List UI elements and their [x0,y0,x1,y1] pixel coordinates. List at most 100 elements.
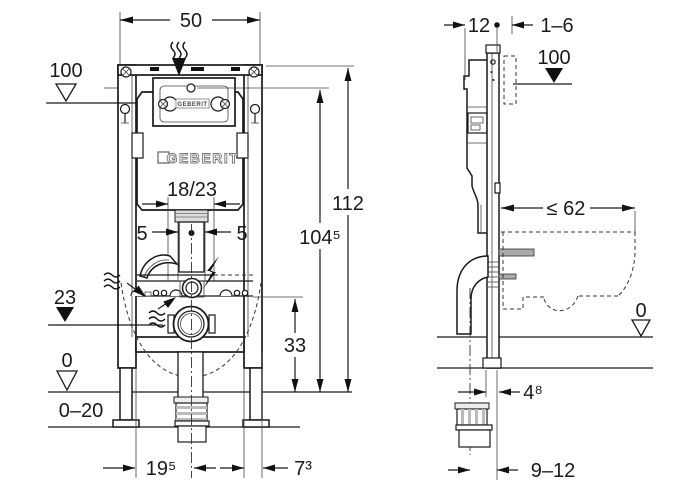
corner-screw-icon [248,66,260,78]
dim-label: 7³ [294,458,312,480]
level-triangle-filled [545,68,563,83]
dim-outlet-height: 33 [281,299,309,392]
dim-label: 112 [332,193,364,215]
discharge-elbow [456,255,489,335]
dim-label: 5 [236,223,247,245]
level-label: 100 [49,60,82,82]
dim-side-offset: 7³ [220,352,312,480]
dim-label: 4⁸ [523,382,543,404]
frame-top-member [117,64,263,76]
level-marker-100-side: 100 [513,47,572,85]
dim-cistern-model: 18/23 [142,179,240,208]
level-label: 0 [635,300,646,322]
dim-height-actuator: 104⁵ [296,90,343,392]
dim-label: 1–6 [540,15,573,37]
floor-range-label: 0–20 [59,400,104,422]
supply-arrow-icon [163,297,176,308]
level-label: 23 [54,287,76,309]
cistern-outlet-collar [174,209,209,223]
dim-height-total: 112 [330,68,366,392]
frame-right-leg [249,367,263,421]
actuator-plate-zone-dashed [503,55,517,105]
level-triangle-filled [56,307,74,322]
fixing-stud [498,273,517,280]
flushpipe-clamp [181,277,203,299]
level-triangle-open [55,370,79,392]
cistern-side-profile [463,59,489,234]
pipe-clip [219,289,233,297]
dim-label: 19⁵ [146,458,177,480]
fixing-hole [241,289,249,297]
rail-latch [494,182,501,194]
dim-floor-build-range: 9–12 [448,460,575,482]
actuator-label-plate [175,98,210,109]
dim-label: 104⁵ [299,227,341,249]
fixing-stud [498,248,535,257]
level-triangle-open [630,319,652,338]
band-block [144,291,152,297]
actuator-knob-right [210,96,231,112]
pipe-clip [169,289,183,297]
actuator-rod-port [186,83,196,93]
rail-top-cap [485,44,501,54]
dim-outlet-wall-distance: 4⁸ [458,382,543,404]
flush-bend [139,254,180,279]
level-triangle-open [54,83,78,103]
rail-foot [482,357,502,369]
corrugated-pipe-hatch [488,261,498,288]
rail-dot [490,71,493,73]
water-supply-icon [103,272,121,290]
dim-frame-depth: 12 [444,15,500,80]
rail-hole [490,59,496,65]
dim-label: 18/23 [167,179,217,201]
dim-offset-left: 5 [136,223,178,245]
frame-top-tab [150,67,159,71]
logo-text: GEBERIT [167,150,240,166]
dim-label: 12 [468,15,490,37]
drain-outlet-bore [180,313,202,335]
vent-steam-icon [170,41,188,59]
cistern-side-clip [236,132,249,159]
rail-dot [492,79,495,81]
dim-outlet-offset: 19⁵ [103,368,216,480]
frame-left-leg [119,367,133,421]
outlet-tab [208,314,216,334]
dim-label: 9–12 [531,460,576,482]
corrugated-connector-side [454,402,493,448]
frame-top-tab [191,67,204,71]
dim-label: 33 [284,335,306,357]
flushpipe-clamp-inner [185,281,199,295]
level-label: 100 [537,47,570,69]
dim-frame-width: 50 [119,10,261,64]
fixing-hole [233,289,241,297]
frame-rail-side [486,52,500,369]
fixing-hole [160,289,168,297]
wc-pan-side-outline-dashed [501,231,636,312]
dim-dot [494,22,500,28]
level-marker-23: 23 [48,287,163,326]
dim-label: ≤ 62 [547,198,586,220]
front-view: GEBERIT GEBERIT [46,10,366,480]
dim-pan-depth: ≤ 62 [501,198,636,233]
actuator-microtext: GEBERIT [177,102,207,108]
dim-wall-finish: 1–6 [511,15,574,37]
vent-arrow-icon [172,58,186,76]
dim-label: 50 [180,10,202,32]
fixing-hole [152,289,160,297]
drain-pipe [177,351,204,399]
supply-arrow-icon [133,285,146,297]
geberit-logo: GEBERIT [157,150,240,166]
valve-detail [470,124,481,131]
drain-outlet [172,305,210,343]
level-label: 0 [61,350,72,372]
flush-bend-inner-line [143,259,170,278]
valve-detail [470,116,484,124]
dim-offset-right: 5 [205,223,248,245]
frame-left-foot [112,419,140,428]
drain-outlet-ring [177,310,205,338]
frame-top-tab [231,67,240,71]
corner-screw-icon [120,66,132,78]
level-marker-0-front: 0 [55,350,79,392]
level-marker-0-side: 0 [630,300,652,338]
